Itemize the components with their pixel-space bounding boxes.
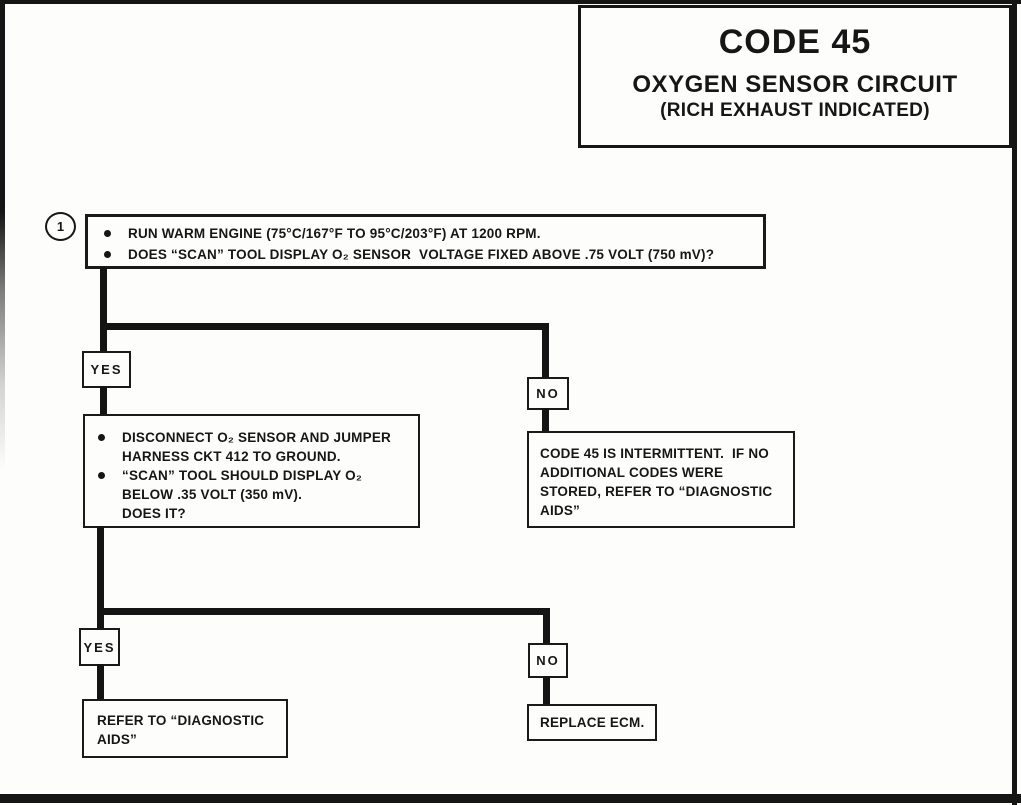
replace-ecm-box: REPLACE ECM.	[527, 704, 657, 741]
bullet-icon	[104, 251, 111, 258]
step-1-box: RUN WARM ENGINE (75°C/167°F TO 95°C/203°…	[85, 214, 766, 269]
intermittent-result-box: CODE 45 IS INTERMITTENT. IF NO ADDITIONA…	[527, 431, 795, 528]
branch-1-yes-label: YES	[82, 351, 131, 388]
bullet-icon	[104, 230, 111, 237]
step-1-line-2: DOES “SCAN” TOOL DISPLAY O₂ SENSOR VOLTA…	[128, 247, 715, 262]
connector-line	[543, 608, 550, 645]
title-code: CODE 45	[718, 23, 872, 61]
step-2-bullet-row: “SCAN” TOOL SHOULD DISPLAY O₂ BELOW .35 …	[93, 466, 412, 523]
step-2-box: DISCONNECT O₂ SENSOR AND JUMPER HARNESS …	[83, 414, 420, 528]
connector-line	[97, 526, 104, 629]
step-1-line-1: RUN WARM ENGINE (75°C/167°F TO 95°C/203°…	[128, 226, 541, 241]
intermittent-result-text: CODE 45 IS INTERMITTENT. IF NO ADDITIONA…	[540, 446, 773, 518]
connector-line	[100, 267, 107, 353]
step-2-line-1: DISCONNECT O₂ SENSOR AND JUMPER HARNESS …	[122, 430, 391, 464]
refer-result-text: REFER TO “DIAGNOSTIC AIDS”	[97, 713, 265, 747]
page-border-right	[1012, 0, 1017, 805]
connector-line	[542, 323, 549, 379]
step-2-line-2: “SCAN” TOOL SHOULD DISPLAY O₂ BELOW .35 …	[122, 468, 363, 521]
bullet-icon	[98, 434, 105, 441]
step-1-bullet-row: DOES “SCAN” TOOL DISPLAY O₂ SENSOR VOLTA…	[99, 244, 757, 265]
branch-2-yes-label: YES	[79, 628, 120, 666]
page-border-left	[0, 0, 5, 470]
connector-line	[100, 386, 107, 416]
step-1-marker: 1	[45, 212, 76, 241]
connector-line	[100, 323, 549, 330]
page-border-bottom	[0, 794, 1021, 803]
bullet-icon	[98, 472, 105, 479]
replace-ecm-text: REPLACE ECM.	[540, 715, 645, 730]
refer-result-box: REFER TO “DIAGNOSTIC AIDS”	[82, 699, 288, 758]
title-box: CODE 45 OXYGEN SENSOR CIRCUIT (RICH EXHA…	[578, 5, 1012, 148]
connector-line	[97, 608, 550, 615]
branch-2-no-label: NO	[528, 643, 568, 678]
connector-line	[543, 676, 550, 706]
step-2-bullet-row: DISCONNECT O₂ SENSOR AND JUMPER HARNESS …	[93, 428, 412, 466]
page-border-top	[0, 0, 1021, 4]
connector-line	[97, 664, 104, 701]
title-circuit-name: OXYGEN SENSOR CIRCUIT	[632, 71, 958, 98]
title-condition: (RICH EXHAUST INDICATED)	[660, 100, 930, 121]
step-1-bullet-row: RUN WARM ENGINE (75°C/167°F TO 95°C/203°…	[99, 223, 757, 244]
connector-line	[542, 408, 549, 433]
branch-1-no-label: NO	[527, 377, 569, 410]
